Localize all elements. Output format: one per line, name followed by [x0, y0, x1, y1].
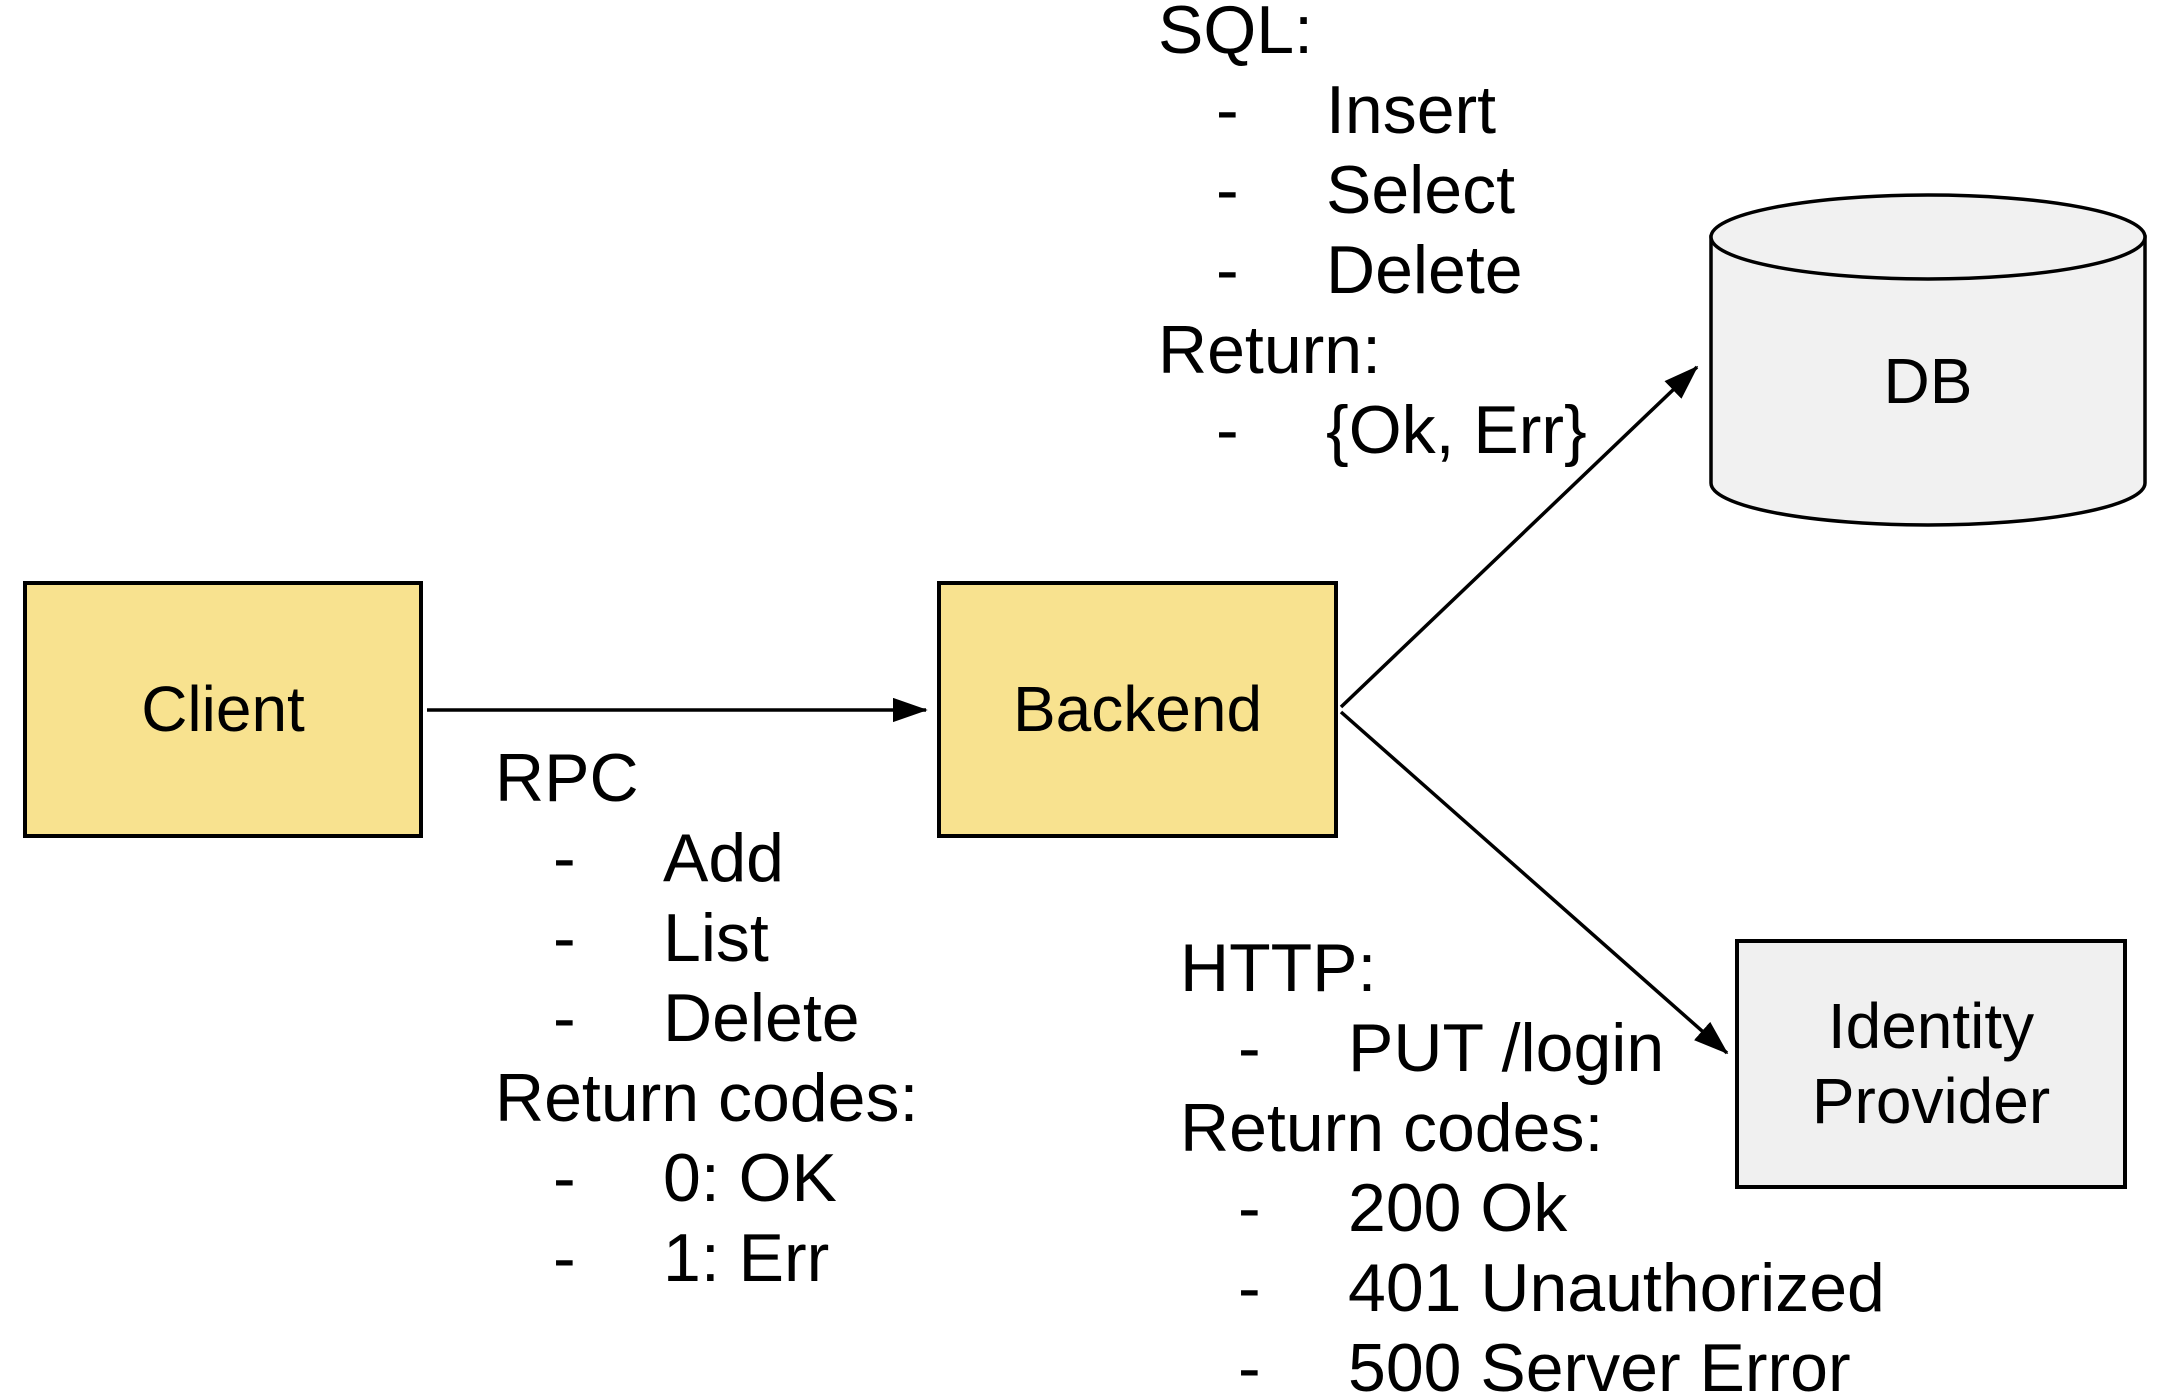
bullet-dash: - — [1238, 1250, 1261, 1326]
bullet-dash: - — [1238, 1170, 1261, 1246]
bullet-dash: - — [1238, 1010, 1261, 1086]
annotation-line: - Insert — [1158, 70, 1587, 150]
bullet-dash: - — [553, 1220, 576, 1296]
node-client: Client — [23, 581, 423, 838]
bullet-dash: - — [1216, 392, 1239, 468]
node-backend: Backend — [937, 581, 1338, 838]
annotation-line: Return codes: — [1180, 1090, 1604, 1166]
annotation-item: PUT /login — [1348, 1010, 1665, 1086]
annotation-item: Delete — [1326, 232, 1523, 308]
annotation-line: HTTP: — [1180, 930, 1377, 1006]
annotation-line: - 0: OK — [495, 1138, 918, 1218]
annotation-line: - 500 Server Error — [1180, 1328, 1885, 1398]
annotation-line: - Select — [1158, 150, 1587, 230]
annotation-line: - Delete — [495, 978, 918, 1058]
node-identity-provider: Identity Provider — [1735, 939, 2127, 1189]
db-cylinder-body — [1709, 235, 2147, 527]
annotation-line: - Add — [495, 818, 918, 898]
bullet-dash: - — [1216, 72, 1239, 148]
annotation-line: - 200 Ok — [1180, 1168, 1885, 1248]
annotation-line: RPC — [495, 740, 639, 816]
annotation-line: SQL: — [1158, 0, 1313, 68]
annotation-sql: SQL: - Insert - Select - Delete Return: - {O… — [1158, 0, 1587, 470]
annotation-rpc: RPC - Add - List - Delete Return codes: - 0:… — [495, 738, 918, 1298]
node-client-label: Client — [141, 673, 305, 745]
db-cylinder-top — [1709, 193, 2147, 281]
bullet-dash: - — [1238, 1330, 1261, 1398]
bullet-dash: - — [553, 820, 576, 896]
node-db-label: DB — [1883, 345, 1973, 417]
annotation-item: {Ok, Err} — [1326, 392, 1587, 468]
annotation-item: Insert — [1326, 72, 1497, 148]
annotation-item: 500 Server Error — [1348, 1330, 1851, 1398]
bullet-dash: - — [553, 900, 576, 976]
annotation-item: 401 Unauthorized — [1348, 1250, 1885, 1326]
annotation-item: 1: Err — [663, 1220, 830, 1296]
annotation-item: List — [663, 900, 769, 976]
edge-backend-db — [1339, 365, 1699, 709]
annotation-line: - PUT /login — [1180, 1008, 1885, 1088]
annotation-line: - Delete — [1158, 230, 1587, 310]
db-cylinder-shape — [1709, 193, 2147, 527]
node-identity-provider-label: Identity Provider — [1811, 990, 2051, 1137]
edge-backend-idp — [1339, 710, 1729, 1055]
annotation-item: Add — [663, 820, 784, 896]
annotation-line: - 1: Err — [495, 1218, 918, 1298]
annotation-item: Select — [1326, 152, 1515, 228]
annotation-line: - 401 Unauthorized — [1180, 1248, 1885, 1328]
annotation-item: 0: OK — [663, 1140, 837, 1216]
annotation-line: Return: — [1158, 312, 1381, 388]
bullet-dash: - — [1216, 232, 1239, 308]
bullet-dash: - — [553, 1140, 576, 1216]
annotation-line: - {Ok, Err} — [1158, 390, 1587, 470]
annotation-item: 200 Ok — [1348, 1170, 1568, 1246]
bullet-dash: - — [553, 980, 576, 1056]
node-backend-label: Backend — [1012, 673, 1263, 745]
bullet-dash: - — [1216, 152, 1239, 228]
annotation-http: HTTP: -PUT /login Return codes: -200 Ok … — [1180, 928, 1885, 1398]
annotation-item: Delete — [663, 980, 860, 1056]
annotation-line: Return codes: — [495, 1060, 919, 1136]
annotation-line: - List — [495, 898, 918, 978]
